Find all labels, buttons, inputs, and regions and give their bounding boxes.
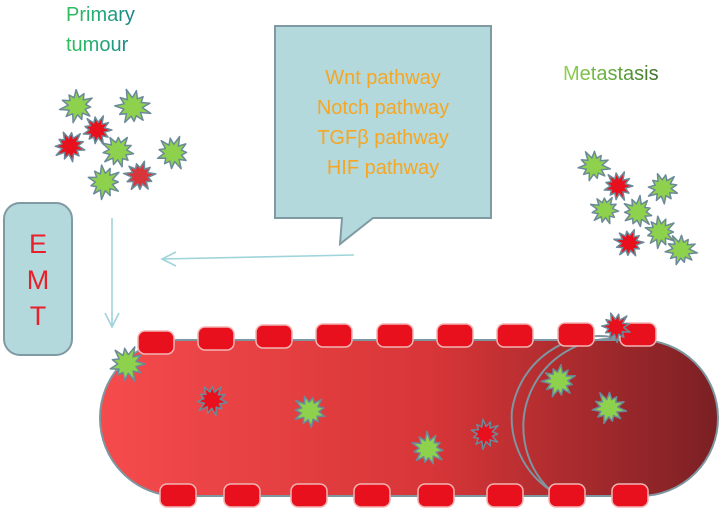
- pathway-tgfb: TGFβ pathway: [317, 127, 449, 149]
- primary-tumour-line-1: Primary: [66, 4, 135, 26]
- endothelial-cell: [353, 483, 391, 508]
- red-tumour-cell-primary: [122, 160, 157, 191]
- green-tumour-cell-vessel: [591, 391, 628, 425]
- emt-letter-m: M: [26, 265, 50, 295]
- red-tumour-cell-metastasis: [603, 171, 634, 201]
- endothelial-cells-bottom: [159, 483, 649, 508]
- pathway-notch: Notch pathway: [316, 97, 450, 119]
- red-tumour-cell-primary: [54, 131, 86, 163]
- arrow-to-vessel: [104, 218, 120, 329]
- pathway-hif: HIF pathway: [326, 157, 440, 179]
- endothelial-cell: [159, 483, 197, 508]
- pathway-callout: [274, 25, 492, 247]
- red-tumour-cell-primary: [82, 115, 113, 145]
- red-tumour-cell-vessel: [600, 312, 631, 344]
- green-tumour-cell-metastasis: [623, 194, 653, 228]
- blood-vessel: [99, 322, 719, 508]
- green-tumour-cell-metastasis: [577, 150, 612, 182]
- green-tumour-cell-vessel: [540, 364, 576, 398]
- arrow-to-emt: [160, 251, 355, 267]
- emt-letter-t: T: [29, 301, 47, 331]
- emt-label: E M T: [6, 226, 70, 334]
- green-tumour-cell-metastasis: [589, 196, 620, 225]
- endothelial-cell: [548, 483, 586, 508]
- pathway-list: Wnt pathway Notch pathway TGFβ pathway H…: [276, 63, 490, 183]
- endothelial-cell: [255, 324, 293, 349]
- green-tumour-cell-primary: [114, 88, 152, 124]
- red-tumour-cell-vessel: [470, 418, 499, 451]
- green-tumour-cell-vessel: [294, 395, 326, 429]
- endothelial-cell: [197, 326, 235, 351]
- endothelial-cell: [611, 483, 649, 508]
- emt-letter-e: E: [28, 229, 47, 259]
- metastasis-label: Metastasis: [563, 63, 659, 85]
- endothelial-cell: [486, 483, 524, 508]
- endothelial-cells-top: [137, 322, 657, 355]
- endothelial-cell: [557, 322, 595, 347]
- green-tumour-cell-metastasis: [644, 215, 675, 250]
- green-tumour-cell-primary: [101, 136, 135, 168]
- endothelial-cell: [436, 323, 474, 348]
- endothelial-cell: [223, 483, 261, 508]
- emt-box: [3, 202, 73, 356]
- endothelial-cell: [315, 323, 353, 348]
- arrows: [104, 218, 355, 329]
- red-tumour-cell-metastasis: [613, 228, 645, 257]
- red-tumour-cell-vessel: [196, 385, 228, 417]
- endothelial-cell: [417, 483, 455, 508]
- endothelial-cell: [137, 330, 175, 355]
- vessel-body: [99, 339, 719, 497]
- green-tumour-cell-primary: [156, 135, 188, 170]
- green-tumour-cell-vessel: [411, 430, 444, 465]
- primary-tumour-line-2: tumour: [66, 34, 129, 56]
- green-tumour-cell-metastasis: [647, 172, 679, 205]
- endothelial-cell: [376, 323, 414, 348]
- tumour-cells: [54, 88, 699, 465]
- endothelial-cell: [496, 323, 534, 348]
- green-tumour-cell-primary: [87, 164, 120, 201]
- pathway-wnt: Wnt pathway: [325, 67, 441, 89]
- endothelial-cell: [290, 483, 328, 508]
- primary-tumour-label: Primary tumour: [66, 0, 135, 60]
- callout-box: [274, 25, 492, 247]
- green-tumour-cell-primary: [58, 88, 93, 124]
- green-tumour-cell-vessel: [109, 346, 146, 382]
- green-tumour-cell-metastasis: [664, 234, 699, 266]
